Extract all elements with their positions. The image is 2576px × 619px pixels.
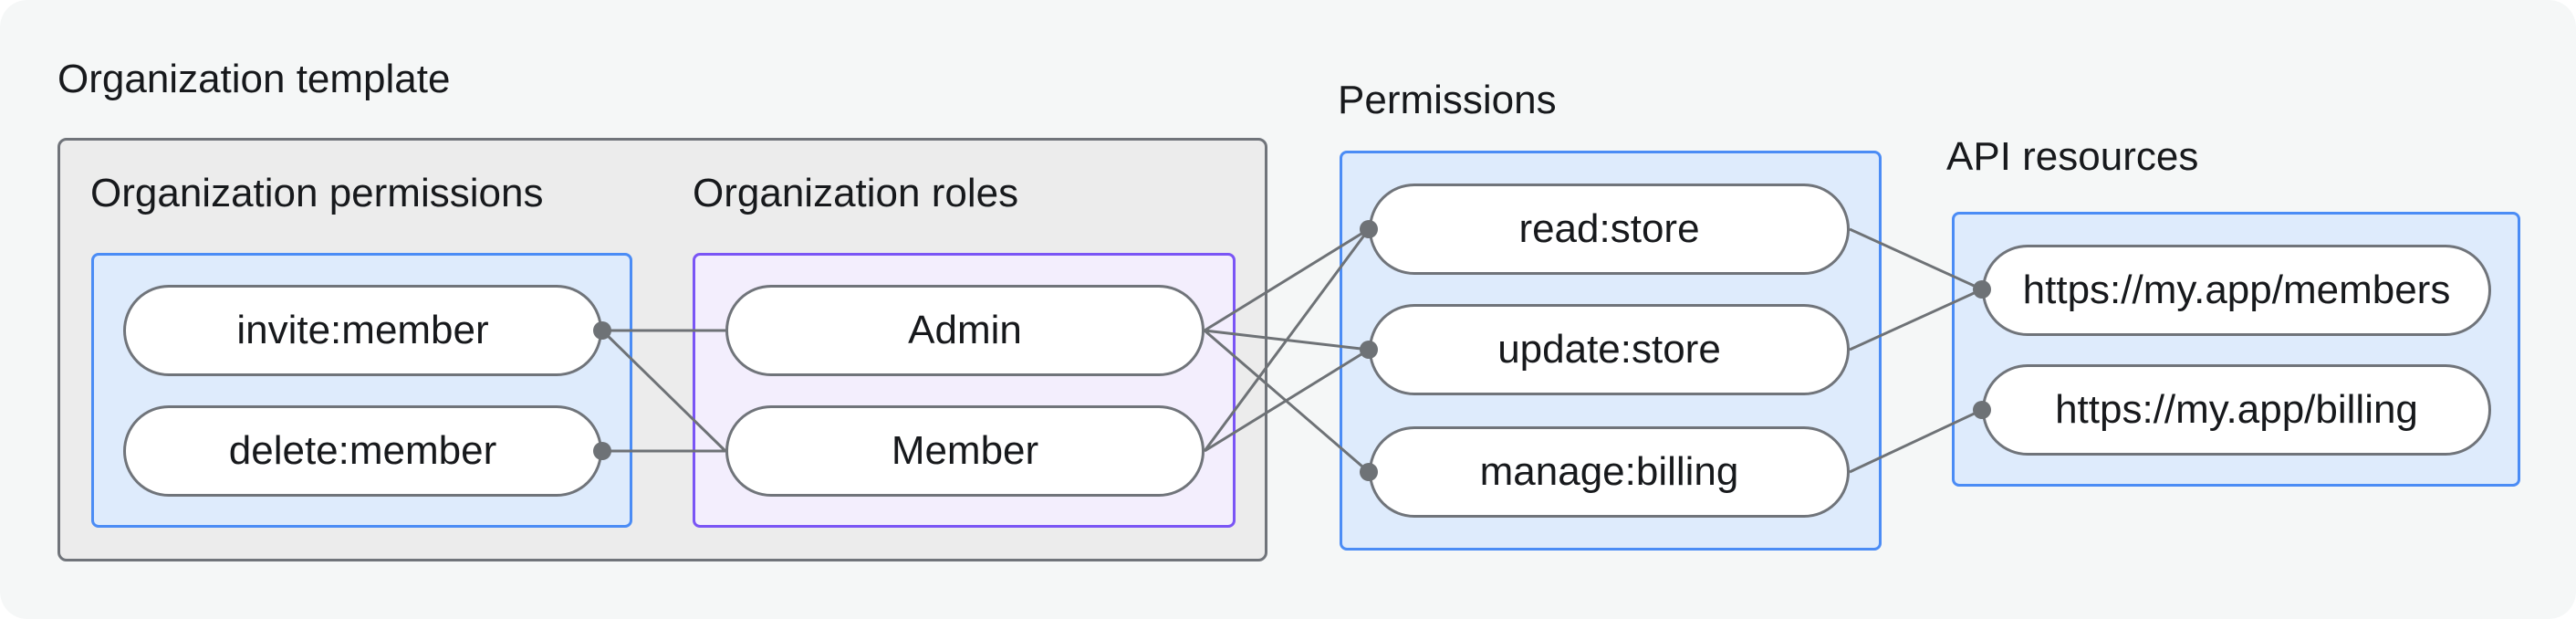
- api-resources-label: API resources: [1946, 134, 2199, 179]
- organization-permissions-label: Organization permissions: [90, 171, 544, 215]
- node-invite-member: invite:member: [123, 285, 602, 376]
- organization-template-label: Organization template: [57, 57, 451, 101]
- node-read-store: read:store: [1369, 184, 1850, 275]
- node-manage-billing: manage:billing: [1369, 426, 1850, 518]
- organization-roles-label: Organization roles: [693, 171, 1019, 215]
- node-admin-role: Admin: [725, 285, 1205, 376]
- node-delete-member: delete:member: [123, 405, 602, 497]
- permissions-label: Permissions: [1338, 78, 1557, 122]
- node-members-resource: https://my.app/members: [1982, 245, 2491, 336]
- node-member-role: Member: [725, 405, 1205, 497]
- node-billing-resource: https://my.app/billing: [1982, 364, 2491, 456]
- node-update-store: update:store: [1369, 304, 1850, 395]
